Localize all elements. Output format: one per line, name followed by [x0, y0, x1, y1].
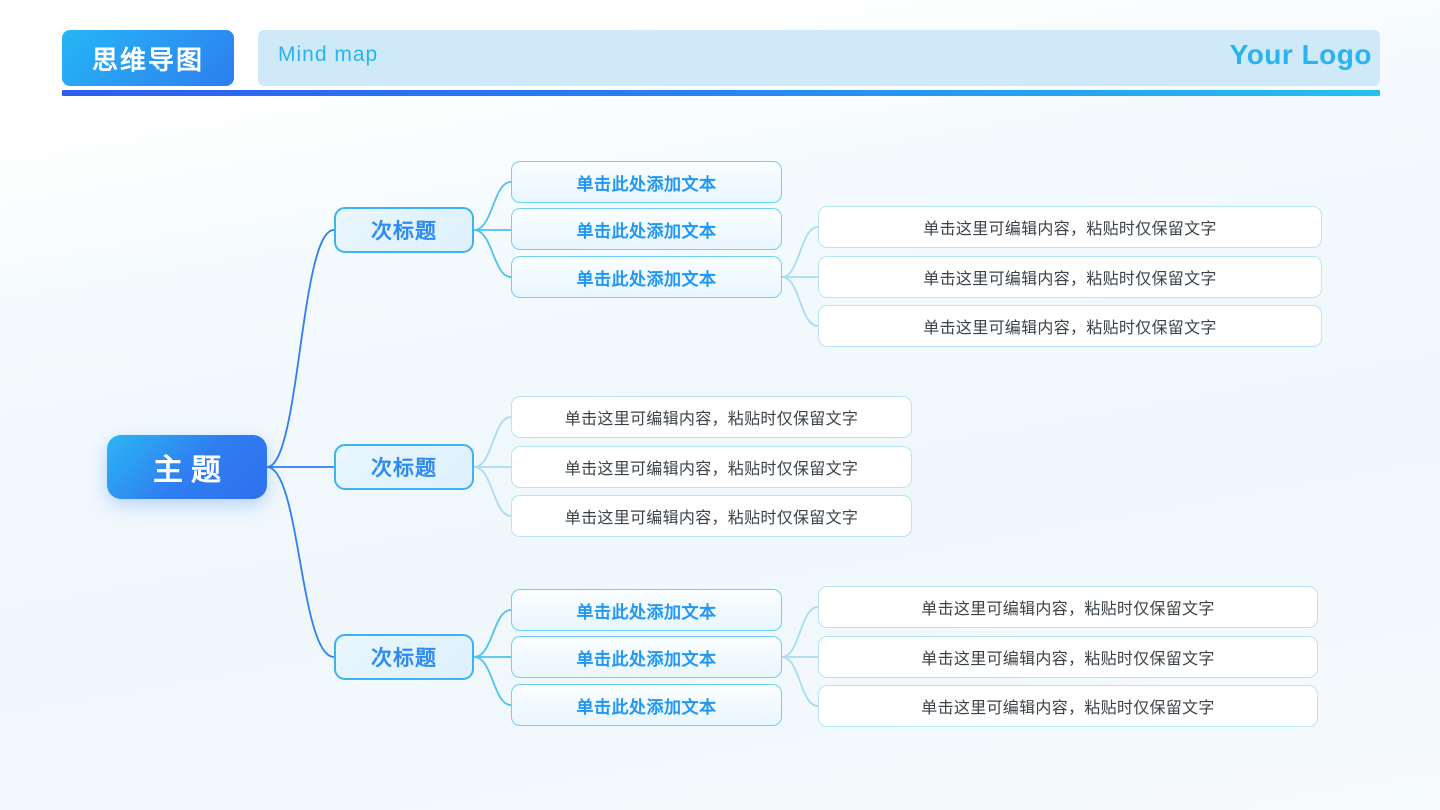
- branch-1-child-2[interactable]: 单击此处添加文本: [511, 208, 782, 250]
- root-topic-node[interactable]: 主题: [107, 435, 267, 499]
- branch-1-detail-1[interactable]: 单击这里可编辑内容，粘贴时仅保留文字: [818, 206, 1322, 248]
- branch-1-child-1[interactable]: 单击此处添加文本: [511, 161, 782, 203]
- branch-node-2[interactable]: 次标题: [334, 444, 474, 490]
- branch-3-detail-2[interactable]: 单击这里可编辑内容，粘贴时仅保留文字: [818, 636, 1318, 678]
- header-divider: [62, 90, 1380, 96]
- branch-3-child-1[interactable]: 单击此处添加文本: [511, 589, 782, 631]
- logo-text: Your Logo: [1229, 39, 1372, 70]
- branch-1-detail-3[interactable]: 单击这里可编辑内容，粘贴时仅保留文字: [818, 305, 1322, 347]
- header-strip: [258, 30, 1380, 86]
- branch-node-1[interactable]: 次标题: [334, 207, 474, 253]
- header-subtitle: Mind map: [278, 43, 379, 66]
- branch-2-child-3[interactable]: 单击这里可编辑内容，粘贴时仅保留文字: [511, 495, 912, 537]
- page-header: 思维导图 Mind map Your Logo: [0, 0, 1440, 110]
- branch-node-3[interactable]: 次标题: [334, 634, 474, 680]
- branch-2-child-1[interactable]: 单击这里可编辑内容，粘贴时仅保留文字: [511, 396, 912, 438]
- branch-3-child-2[interactable]: 单击此处添加文本: [511, 636, 782, 678]
- branch-3-detail-1[interactable]: 单击这里可编辑内容，粘贴时仅保留文字: [818, 586, 1318, 628]
- branch-3-child-3[interactable]: 单击此处添加文本: [511, 684, 782, 726]
- branch-1-child-3[interactable]: 单击此处添加文本: [511, 256, 782, 298]
- branch-1-detail-2[interactable]: 单击这里可编辑内容，粘贴时仅保留文字: [818, 256, 1322, 298]
- branch-2-child-2[interactable]: 单击这里可编辑内容，粘贴时仅保留文字: [511, 446, 912, 488]
- header-title-tag: 思维导图: [62, 30, 234, 86]
- branch-3-detail-3[interactable]: 单击这里可编辑内容，粘贴时仅保留文字: [818, 685, 1318, 727]
